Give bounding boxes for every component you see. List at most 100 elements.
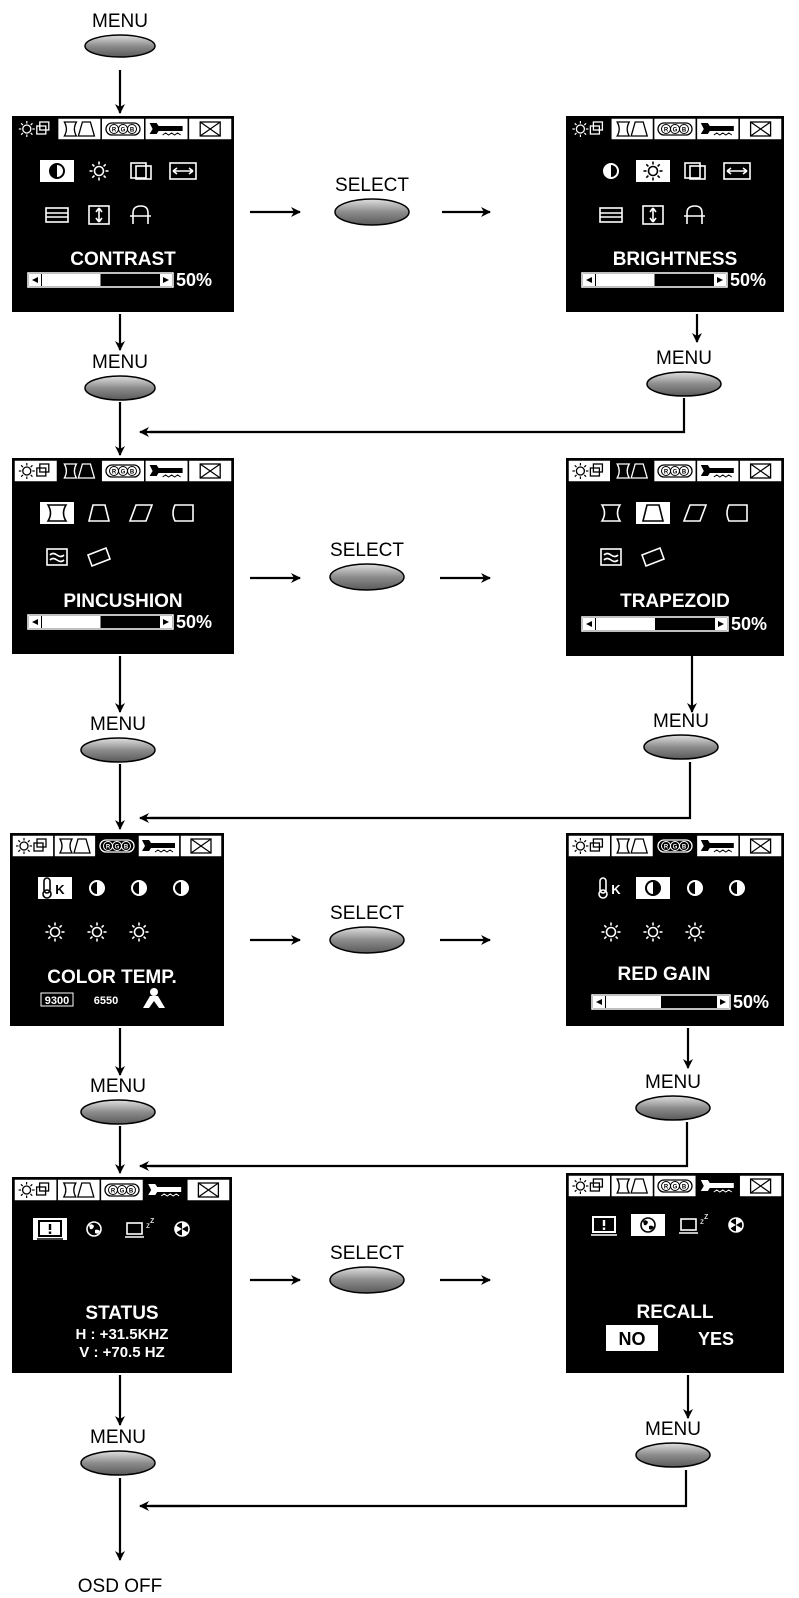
menu-button-label: MENU xyxy=(90,1076,146,1097)
green-gain-icon xyxy=(687,880,703,896)
tools-tab[interactable] xyxy=(144,459,190,483)
right-arrow-icon[interactable] xyxy=(160,616,172,628)
adjust-slider[interactable] xyxy=(581,272,728,288)
exit-tab[interactable] xyxy=(738,117,783,141)
geometry-tab[interactable] xyxy=(53,834,97,858)
right-arrow-icon[interactable] xyxy=(715,618,727,630)
menu-button-oval[interactable] xyxy=(635,1095,711,1121)
temp-9300-option[interactable]: 9300 xyxy=(40,992,74,1007)
select-button[interactable]: SELECT xyxy=(334,175,410,226)
tools-tab[interactable] xyxy=(142,1178,188,1202)
brightness-size-tab[interactable] xyxy=(567,459,612,483)
geometry-tab[interactable] xyxy=(610,117,655,141)
select-button[interactable]: SELECT xyxy=(329,1243,405,1294)
right-arrow-icon[interactable] xyxy=(714,274,726,286)
tools-tab[interactable] xyxy=(695,459,740,483)
select-button-oval[interactable] xyxy=(329,563,405,591)
adjust-slider[interactable] xyxy=(27,614,174,630)
left-arrow-icon[interactable] xyxy=(29,274,41,286)
menu-button-label: MENU xyxy=(656,348,712,369)
menu-button-oval[interactable] xyxy=(84,375,156,401)
select-button-oval[interactable] xyxy=(329,1266,405,1294)
menu-button-oval[interactable] xyxy=(646,371,722,397)
menu-button-oval[interactable] xyxy=(80,1099,156,1125)
menu-button-oval[interactable] xyxy=(80,1450,156,1476)
exit-tab[interactable] xyxy=(179,834,223,858)
left-arrow-icon[interactable] xyxy=(583,274,595,286)
tools-icon xyxy=(142,840,175,853)
exit-tab[interactable] xyxy=(187,459,233,483)
geometry-tab[interactable] xyxy=(56,117,102,141)
svg-text:B: B xyxy=(129,1189,134,1195)
exit-tab[interactable] xyxy=(738,834,783,858)
red-bias-icon xyxy=(45,922,65,942)
menu-button[interactable]: MENU xyxy=(84,352,156,401)
left-arrow-icon[interactable] xyxy=(593,996,605,1008)
exit-tab[interactable] xyxy=(738,459,783,483)
brightness-size-tab[interactable] xyxy=(567,1174,612,1198)
brightness-size-tab[interactable] xyxy=(13,459,59,483)
user-preset-icon[interactable] xyxy=(143,988,165,1008)
brightness-size-icon xyxy=(572,1178,604,1194)
tools-icon xyxy=(700,840,734,853)
menu-button-oval[interactable] xyxy=(643,734,719,760)
exit-tab[interactable] xyxy=(187,117,233,141)
menu-button-oval[interactable] xyxy=(80,737,156,763)
tools-tab[interactable] xyxy=(695,834,740,858)
brightness-size-tab[interactable] xyxy=(13,1178,58,1202)
right-arrow-icon[interactable] xyxy=(717,996,729,1008)
brightness-size-tab[interactable] xyxy=(567,834,612,858)
select-button[interactable]: SELECT xyxy=(329,903,405,954)
language-icon xyxy=(631,1214,665,1236)
tools-tab[interactable] xyxy=(695,117,740,141)
menu-button-oval[interactable] xyxy=(84,34,156,58)
temp-6550-option[interactable]: 6550 xyxy=(94,995,118,1007)
menu-button[interactable]: MENU xyxy=(80,1076,156,1125)
adjust-slider[interactable] xyxy=(581,616,729,632)
geometry-tab[interactable] xyxy=(56,459,102,483)
geometry-tab[interactable] xyxy=(56,1178,102,1202)
adjust-slider[interactable] xyxy=(27,272,174,288)
right-arrow-icon[interactable] xyxy=(160,274,172,286)
exit-tab[interactable] xyxy=(186,1178,231,1202)
brightness-size-tab[interactable] xyxy=(11,834,55,858)
menu-button-oval[interactable] xyxy=(635,1442,711,1468)
brightness-size-tab[interactable] xyxy=(567,117,612,141)
menu-button[interactable]: MENU xyxy=(635,1419,711,1468)
brightness-size-icon xyxy=(18,463,50,479)
geometry-tab[interactable] xyxy=(610,459,655,483)
left-arrow-icon[interactable] xyxy=(583,618,595,630)
slider-fill xyxy=(42,616,101,628)
menu-button[interactable]: MENU xyxy=(84,11,156,58)
menu-button[interactable]: MENU xyxy=(646,348,722,397)
recall-no-option[interactable]: NO xyxy=(606,1325,658,1351)
geometry-tab[interactable] xyxy=(610,1174,655,1198)
tools-tab[interactable] xyxy=(695,1174,740,1198)
geometry-tab[interactable] xyxy=(610,834,655,858)
menu-button[interactable]: MENU xyxy=(635,1072,711,1121)
menu-button[interactable]: MENU xyxy=(80,1427,156,1476)
left-arrow-icon[interactable] xyxy=(29,616,41,628)
trapezoid-icon xyxy=(87,504,111,522)
exit-tab[interactable] xyxy=(738,1174,783,1198)
tools-tab[interactable] xyxy=(137,834,181,858)
select-button-oval[interactable] xyxy=(334,198,410,226)
recall-yes-option[interactable]: YES xyxy=(698,1329,734,1349)
select-button-oval[interactable] xyxy=(329,926,405,954)
tools-tab[interactable] xyxy=(144,117,190,141)
select-button[interactable]: SELECT xyxy=(329,540,405,591)
menu-button[interactable]: MENU xyxy=(80,714,156,763)
menu-button[interactable]: MENU xyxy=(643,711,719,760)
brightness-size-tab[interactable] xyxy=(13,117,59,141)
adjust-slider[interactable] xyxy=(591,994,731,1010)
